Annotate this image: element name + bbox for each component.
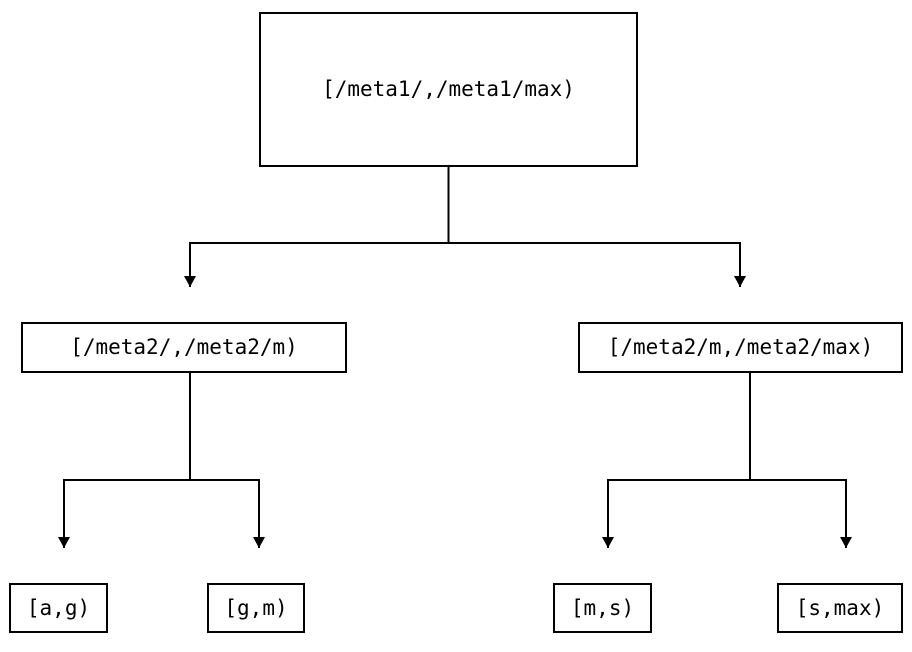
- edge-meta2-low-to-leaf-gm: [190, 479, 265, 548]
- edge-meta2-high-to-leaf-smax: [750, 479, 852, 548]
- tree-node-leaf-smax[interactable]: [s,max): [777, 583, 903, 633]
- tree-node-leaf-ms[interactable]: [m,s): [553, 583, 652, 633]
- edge-meta2-high-to-leaf-ms: [602, 373, 751, 548]
- tree-node-leaf-ms-label: [m,s): [570, 595, 635, 620]
- tree-node-meta2-high[interactable]: [/meta2/m,/meta2/max): [578, 322, 903, 373]
- tree-node-meta2-high-label: [/meta2/m,/meta2/max): [607, 335, 874, 359]
- tree-node-meta2-low[interactable]: [/meta2/,/meta2/m): [21, 322, 347, 373]
- tree-node-leaf-ag-label: [a,g): [26, 595, 91, 620]
- tree-node-leaf-ag[interactable]: [a,g): [9, 583, 108, 633]
- tree-node-leaf-smax-label: [s,max): [795, 595, 885, 620]
- tree-node-root[interactable]: [/meta1/,/meta1/max): [259, 12, 638, 167]
- edge-root-to-meta2-low: [184, 167, 450, 287]
- tree-node-leaf-gm[interactable]: [g,m): [207, 583, 305, 633]
- tree-node-root-label: [/meta1/,/meta1/max): [322, 77, 575, 101]
- edge-meta2-low-to-leaf-ag: [58, 373, 191, 548]
- tree-node-meta2-low-label: [/meta2/,/meta2/m): [70, 335, 298, 359]
- tree-node-leaf-gm-label: [g,m): [224, 595, 288, 620]
- edge-root-to-meta2-high: [448, 242, 746, 287]
